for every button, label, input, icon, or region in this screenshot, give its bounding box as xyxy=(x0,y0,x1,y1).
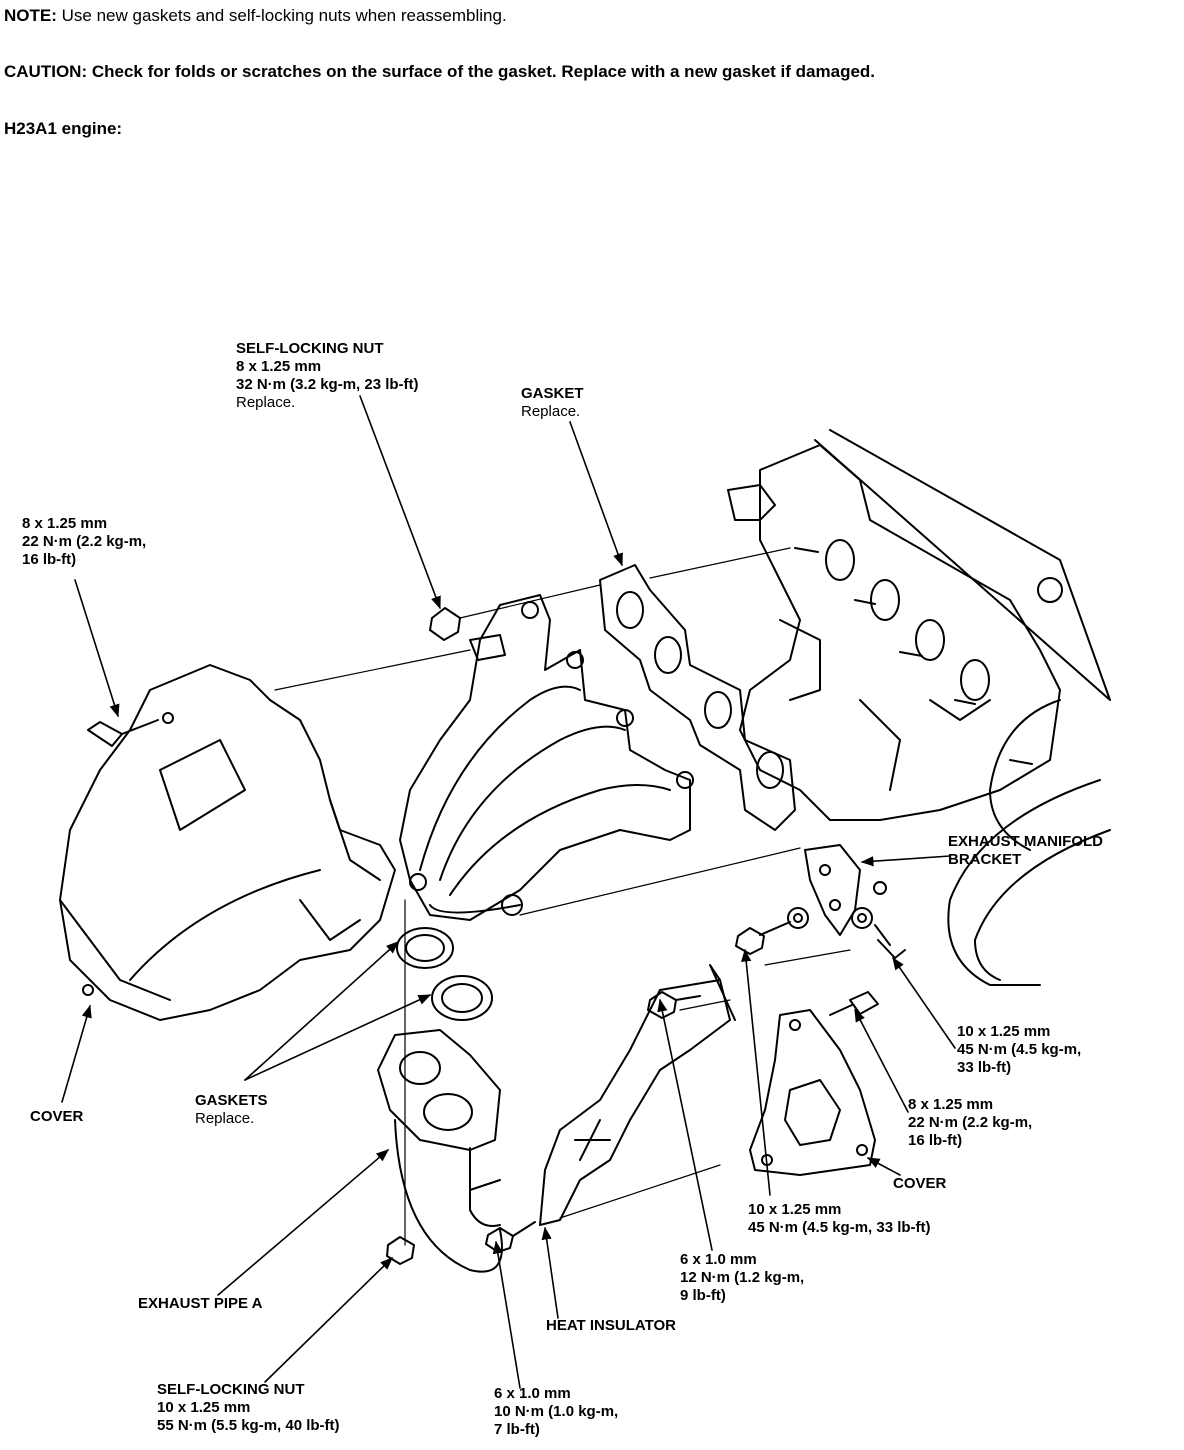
small-heat-cover xyxy=(749,991,879,1176)
caution-line: CAUTION: Check for folds or scratches on… xyxy=(4,62,875,82)
exhaust-pipe-a xyxy=(377,1029,503,1273)
manifold-cover-left xyxy=(59,664,396,1021)
manifold-gasket xyxy=(599,564,796,831)
note-text: Use new gaskets and self-locking nuts wh… xyxy=(61,6,507,25)
cover-bolt-label: 8 x 1.25 mm 22 N·m (2.2 kg-m, 16 lb-ft) xyxy=(908,1096,1033,1149)
exhaust-pipe-label: EXHAUST PIPE A xyxy=(138,1295,263,1312)
top-nut-label: SELF-LOCKING NUT 8 x 1.25 mm 32 N·m (3.2… xyxy=(236,340,419,411)
caution-label: CAUTION: xyxy=(4,62,88,81)
engine-block xyxy=(727,429,1111,986)
engine-heading: H23A1 engine: xyxy=(4,119,123,138)
note-line: NOTE: Use new gaskets and self-locking n… xyxy=(4,6,507,26)
heat-insulator-label: HEAT INSULATOR xyxy=(546,1317,676,1334)
exhaust-manifold-bracket xyxy=(735,844,906,959)
bottom-bolt-label: 6 x 1.0 mm 10 N·m (1.0 kg-m, 7 lb-ft) xyxy=(494,1385,619,1438)
heat-insulator xyxy=(539,964,736,1226)
gaskets-label: GASKETS Replace. xyxy=(195,1092,268,1127)
left-cover-bolt xyxy=(87,719,159,747)
mid-bolt-label: 10 x 1.25 mm 45 N·m (4.5 kg-m, 33 lb-ft) xyxy=(748,1201,931,1236)
top-self-locking-nut xyxy=(429,607,461,641)
bottom-self-locking-nut xyxy=(386,1236,415,1265)
note-label: NOTE: xyxy=(4,6,57,25)
small-bolt-label: 6 x 1.0 mm 12 N·m (1.2 kg-m, 9 lb-ft) xyxy=(680,1251,805,1304)
left-bolt-label: 8 x 1.25 mm 22 N·m (2.2 kg-m, 16 lb-ft) xyxy=(22,515,147,568)
leader-lines xyxy=(61,395,956,1389)
exhaust-gaskets xyxy=(396,927,493,1021)
bracket-label: EXHAUST MANIFOLD BRACKET xyxy=(948,833,1103,868)
cover-right-label: COVER xyxy=(893,1175,947,1192)
bottom-nut-label: SELF-LOCKING NUT 10 x 1.25 mm 55 N·m (5.… xyxy=(157,1381,340,1434)
bracket-bolt-label: 10 x 1.25 mm 45 N·m (4.5 kg-m, 33 lb-ft) xyxy=(957,1023,1082,1076)
insulator-bolts xyxy=(485,991,701,1253)
caution-text: Check for folds or scratches on the surf… xyxy=(91,62,876,81)
exhaust-manifold xyxy=(399,594,694,921)
gasket-label: GASKET Replace. xyxy=(521,385,584,420)
alignment-lines xyxy=(274,547,851,1246)
cover-left-label: COVER xyxy=(30,1108,84,1125)
